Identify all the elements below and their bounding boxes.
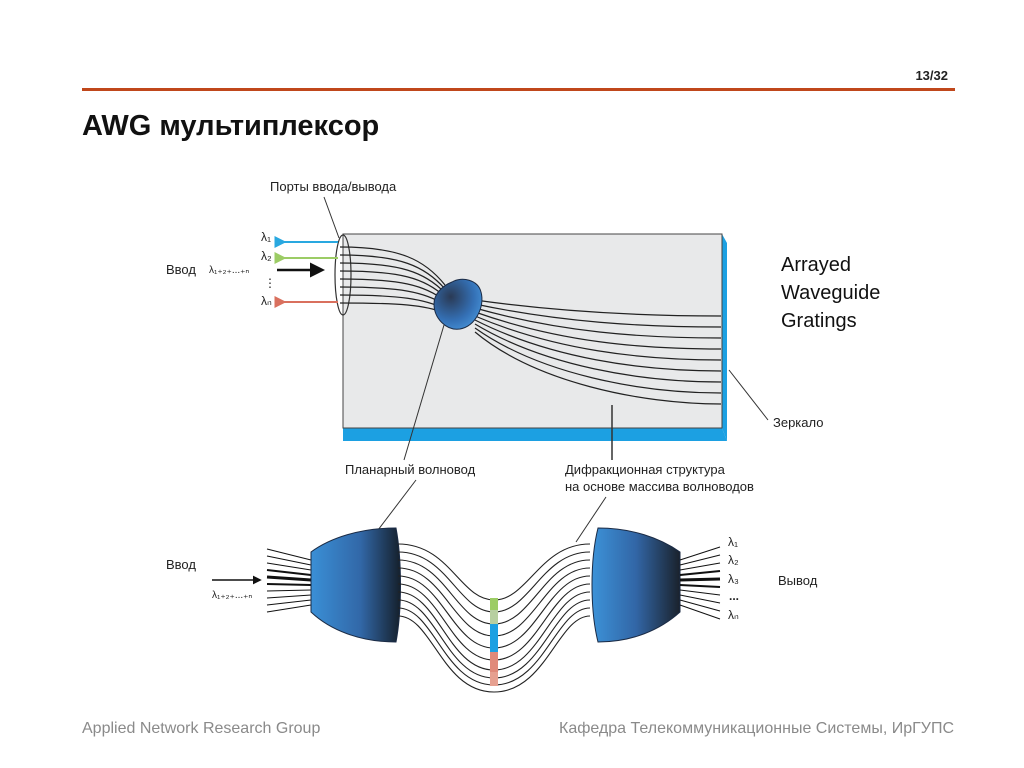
io-port-ellipse [334, 234, 352, 316]
page-number: 13/32 [915, 68, 948, 83]
label-lambdan-bottom: λₙ [728, 608, 739, 622]
bottom-planar-right [591, 527, 681, 643]
slide-title: AWG мультиплексор [82, 110, 380, 142]
label-input-top: Ввод [166, 262, 196, 277]
bottom-output-fan [679, 546, 721, 620]
arrayed-waveguides [474, 299, 722, 405]
footer-left: Applied Network Research Group [82, 720, 321, 737]
bottom-planar-left [310, 527, 401, 643]
label-lambda1-bottom: λ₁ [728, 535, 738, 549]
label-lambda-dots-bottom: ... [729, 589, 739, 603]
label-grating-line2: на основе массива волноводов [565, 479, 754, 494]
label-lambda3-bottom: λ₃ [728, 572, 739, 586]
planar-waveguide-blob [433, 278, 483, 330]
awg-note-line-1: Arrayed [781, 254, 852, 276]
leader-ports [323, 196, 340, 239]
awg-note-line-2: Waveguide [781, 282, 881, 304]
chip-face [342, 233, 723, 429]
label-lambda-sum-top: λ₁₊₂₊...₊ₙ [209, 265, 249, 276]
leader-grating-bottom [575, 496, 607, 543]
mirror-right-edge [722, 234, 727, 441]
label-output: Вывод [778, 573, 818, 588]
label-mirror: Зеркало [773, 415, 823, 430]
bottom-input-fan [266, 548, 312, 613]
label-grating-line1: Дифракционная структура [565, 462, 726, 477]
header-rule [82, 88, 955, 91]
footer-right: Кафедра Телекоммуникационные Системы, Ир… [559, 720, 954, 737]
label-input-bottom: Ввод [166, 557, 196, 572]
label-ports: Порты ввода/вывода [270, 179, 397, 194]
awg-chip [342, 233, 727, 441]
leader-mirror [728, 369, 769, 421]
leader-planar-top [403, 324, 445, 461]
label-planar: Планарный волновод [345, 462, 476, 477]
label-lambdan-top: λₙ [261, 294, 272, 308]
label-lambda2-bottom: λ₂ [728, 553, 739, 567]
wavelength-color-strip [490, 598, 498, 686]
chip-bottom-mirror-edge [343, 428, 727, 441]
awg-note-line-3: Gratings [781, 310, 857, 332]
leader-planar-bottom [377, 479, 417, 531]
awg-note: Arrayed Waveguide Gratings [781, 251, 880, 335]
label-lambda-sum-bottom: λ₁₊₂₊...₊ₙ [212, 590, 252, 601]
lambda-vertical-dots: ⋮ [264, 276, 276, 290]
label-lambda1-top: λ₁ [261, 230, 271, 244]
label-lambda2-top: λ₂ [261, 249, 272, 263]
